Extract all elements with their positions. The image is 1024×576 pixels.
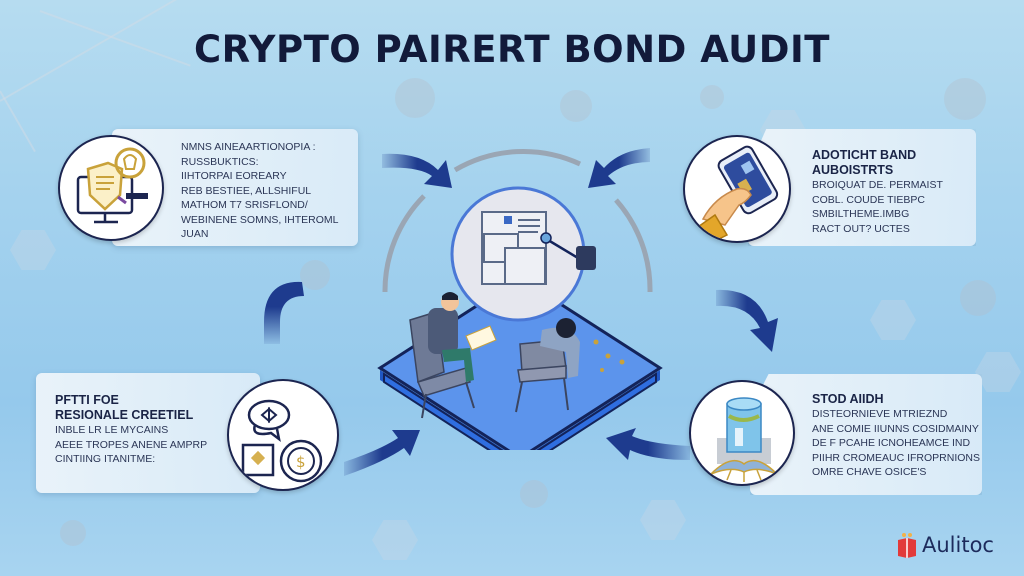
chat-coin-document-icon: $ [227,379,339,491]
svg-text:$: $ [296,453,306,471]
gray-ring-arc-top [453,149,582,173]
arrow-right-curve [716,289,778,352]
arrow-top-left [382,153,452,188]
arrow-bottom-right [606,428,690,460]
panel-top-right-text: ADOTICHT BAND AUBOISTRTS BROIQUAT DE. PE… [812,148,943,236]
text-line: OMRE CHAVE OSICE'S [812,466,927,478]
panel-bottom-right-text: STOD AIIDH DISTEORNIEVE MTRIEZND ANE COM… [812,392,980,480]
text-line: WEBINENE SOMNS, IHTEROML [181,213,339,226]
text-line: ANE COMIE IIUNNS COSIDMAINY [812,422,979,435]
text-line: CINTIING ITANITME: [55,453,156,465]
data-cylinder-icon [689,380,795,486]
arrow-bottom-left [344,430,420,476]
arrow-left-loop [264,281,304,344]
text-line: BROIQUAT DE. PERMAIST [812,179,943,191]
panel-heading: ADOTICHT BAND [812,148,917,162]
text-line: PIIHR CROMEAUC IFROPRNIONS [812,451,981,464]
gray-ring-arc-right [614,198,653,293]
text-line: AEEE TROPES ANENE AMPRP [55,438,208,451]
panel-heading: RESIONALE CREETIEL [55,408,194,422]
red-book-logo-icon [898,533,916,558]
text-line: IIHTORPAI EOREARY [181,170,287,182]
text-line: INBLE LR LE MYCAINS [55,424,169,436]
panel-heading: PFTTI FOE [55,393,119,407]
arrow-top-right [588,148,650,188]
text-line: RACT OUT? UCTES [812,222,910,235]
page-title: CRYPTO PAIRERT BOND AUDIT [194,28,830,71]
auditors-meeting-illustration [370,150,670,472]
hand-holding-phone-icon [683,135,791,243]
panel-heading: AUBOISTRTS [812,163,894,177]
panel-top-left-text: NMNS AINEAARTIONOPIA : RUSSBUKTICS: IIHT… [181,140,339,242]
text-line: MATHOM T7 SRISFLOND/ [181,199,308,211]
text-line: REB BESTIEE, ALLSHIFUL [181,184,312,197]
panel-bottom-left [36,373,260,493]
text-line: SMBILTHEME.IMBG [812,208,910,220]
panel-bottom-left-text: PFTTI FOE RESIONALE CREETIEL INBLE LR LE… [55,393,207,467]
gray-ring-arc-left [382,194,426,293]
text-line: JUAN [181,228,209,240]
text-line: RUSSBUKTICS: [181,155,259,168]
brand-logo: Aulitoc [896,532,994,558]
logo-text: Aulitoc [922,533,994,557]
security-shield-monitor-icon [58,135,164,241]
panel-heading: STOD AIIDH [812,392,884,406]
text-line: NMNS AINEAARTIONOPIA : [181,141,316,153]
text-line: COBL. COUDE TIEBPC [812,193,925,206]
text-line: DE F PCAHE ICNOHEAMCE IND [812,437,971,449]
text-line: DISTEORNIEVE MTRIEZND [812,408,948,420]
